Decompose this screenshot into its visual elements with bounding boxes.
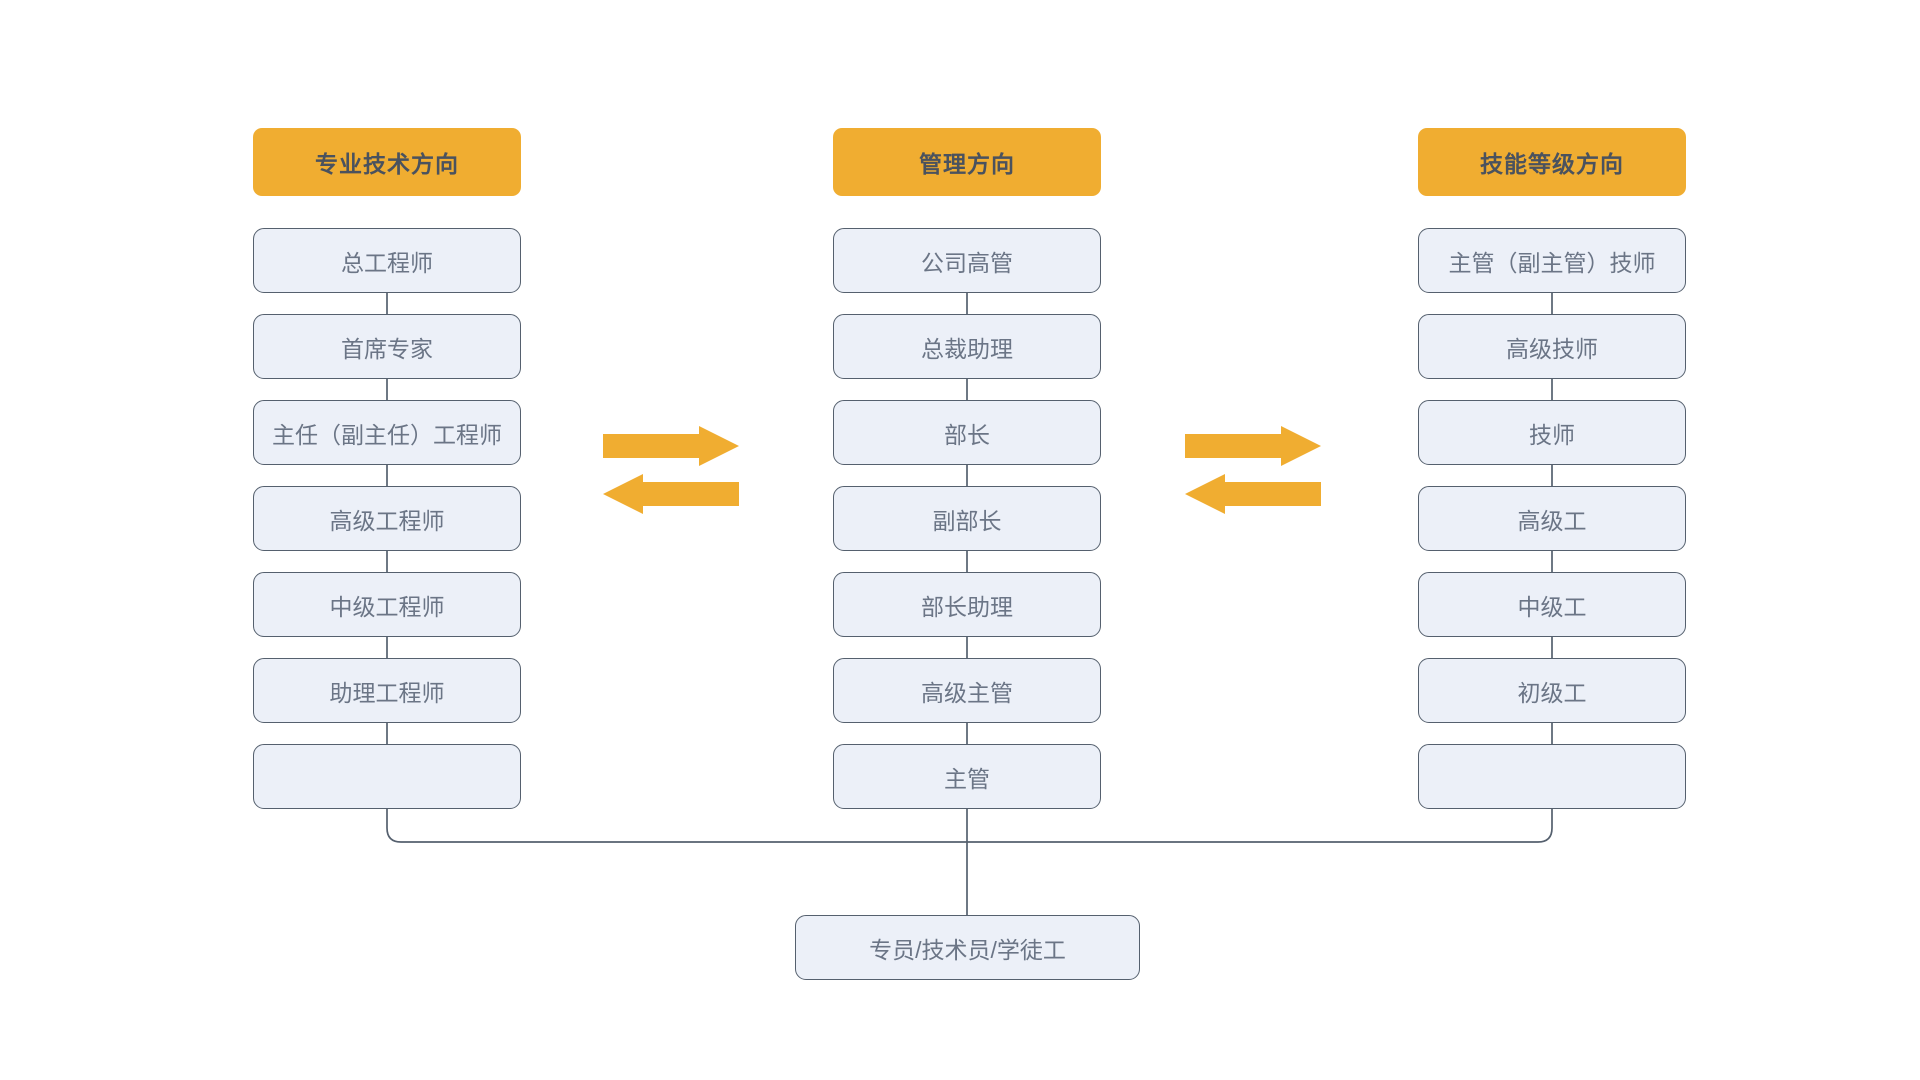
node-base-entry[interactable]: 专员/技术员/学徒工: [795, 915, 1140, 980]
node-skill-4[interactable]: 中级工: [1418, 572, 1686, 637]
transfer-arrows-management-skill[interactable]: [1185, 426, 1321, 514]
bidirectional-arrows-icon: [1185, 426, 1321, 514]
node-technical-5[interactable]: 助理工程师: [253, 658, 521, 723]
node-technical-4[interactable]: 中级工程师: [253, 572, 521, 637]
node-technical-1[interactable]: 首席专家: [253, 314, 521, 379]
column-header-technical: 专业技术方向: [253, 128, 521, 196]
node-skill-2[interactable]: 技师: [1418, 400, 1686, 465]
node-skill-1[interactable]: 高级技师: [1418, 314, 1686, 379]
node-management-4[interactable]: 部长助理: [833, 572, 1101, 637]
node-technical-6[interactable]: [253, 744, 521, 809]
node-management-5[interactable]: 高级主管: [833, 658, 1101, 723]
node-management-3[interactable]: 副部长: [833, 486, 1101, 551]
node-technical-3[interactable]: 高级工程师: [253, 486, 521, 551]
node-skill-0[interactable]: 主管（副主管）技师: [1418, 228, 1686, 293]
node-technical-0[interactable]: 总工程师: [253, 228, 521, 293]
bidirectional-arrows-icon: [603, 426, 739, 514]
column-header-management: 管理方向: [833, 128, 1101, 196]
node-management-2[interactable]: 部长: [833, 400, 1101, 465]
column-header-skill: 技能等级方向: [1418, 128, 1686, 196]
node-technical-2[interactable]: 主任（副主任）工程师: [253, 400, 521, 465]
node-management-1[interactable]: 总裁助理: [833, 314, 1101, 379]
node-management-0[interactable]: 公司高管: [833, 228, 1101, 293]
node-management-6[interactable]: 主管: [833, 744, 1101, 809]
node-skill-3[interactable]: 高级工: [1418, 486, 1686, 551]
node-skill-6[interactable]: [1418, 744, 1686, 809]
node-skill-5[interactable]: 初级工: [1418, 658, 1686, 723]
transfer-arrows-technical-management[interactable]: [603, 426, 739, 514]
